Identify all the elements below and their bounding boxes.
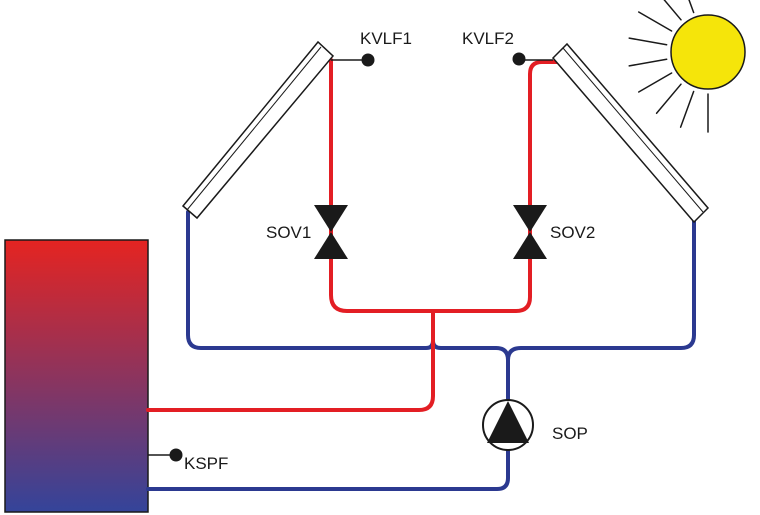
sun-ray: [637, 11, 673, 32]
valve-label-sov1: SOV1: [266, 223, 312, 242]
sensor-label-kvlf1: KVLF1: [360, 29, 412, 48]
sun-icon: [628, 0, 746, 133]
hot-pipe-to-tank: [146, 309, 435, 412]
hot-pipe-network: [146, 58, 560, 412]
sun-ray: [628, 37, 668, 46]
sun-ray: [679, 90, 695, 128]
valve-icon: [513, 205, 547, 259]
sensor-dot-icon: [148, 448, 183, 462]
solar-collector-left: [181, 40, 335, 220]
sun-ray: [628, 58, 668, 67]
sensor-dot-icon: [512, 52, 553, 66]
cold-pipe-junction-to-right: [431, 339, 510, 362]
sun-ray: [663, 0, 682, 21]
valve-icon: [314, 205, 348, 259]
valve-label-sov2: SOV2: [550, 223, 596, 242]
sensor-dot-icon: [331, 53, 375, 67]
cold-pipe-right-collector: [506, 212, 696, 402]
pump-label-sop: SOP: [552, 424, 588, 443]
sensor-label-kspf: KSPF: [184, 454, 229, 473]
cold-pipe-network: [146, 210, 696, 491]
sun-ray: [655, 83, 682, 115]
storage-tank: [4, 239, 149, 513]
solar-collector-right: [551, 42, 710, 224]
cold-pipe-pump-to-tank: [146, 448, 510, 491]
hot-pipe-left-branch: [329, 58, 560, 313]
pump-icon: [482, 399, 534, 451]
sun-ray: [637, 72, 673, 93]
sensor-label-kvlf2: KVLF2: [462, 29, 514, 48]
sun-ray: [688, 0, 695, 14]
